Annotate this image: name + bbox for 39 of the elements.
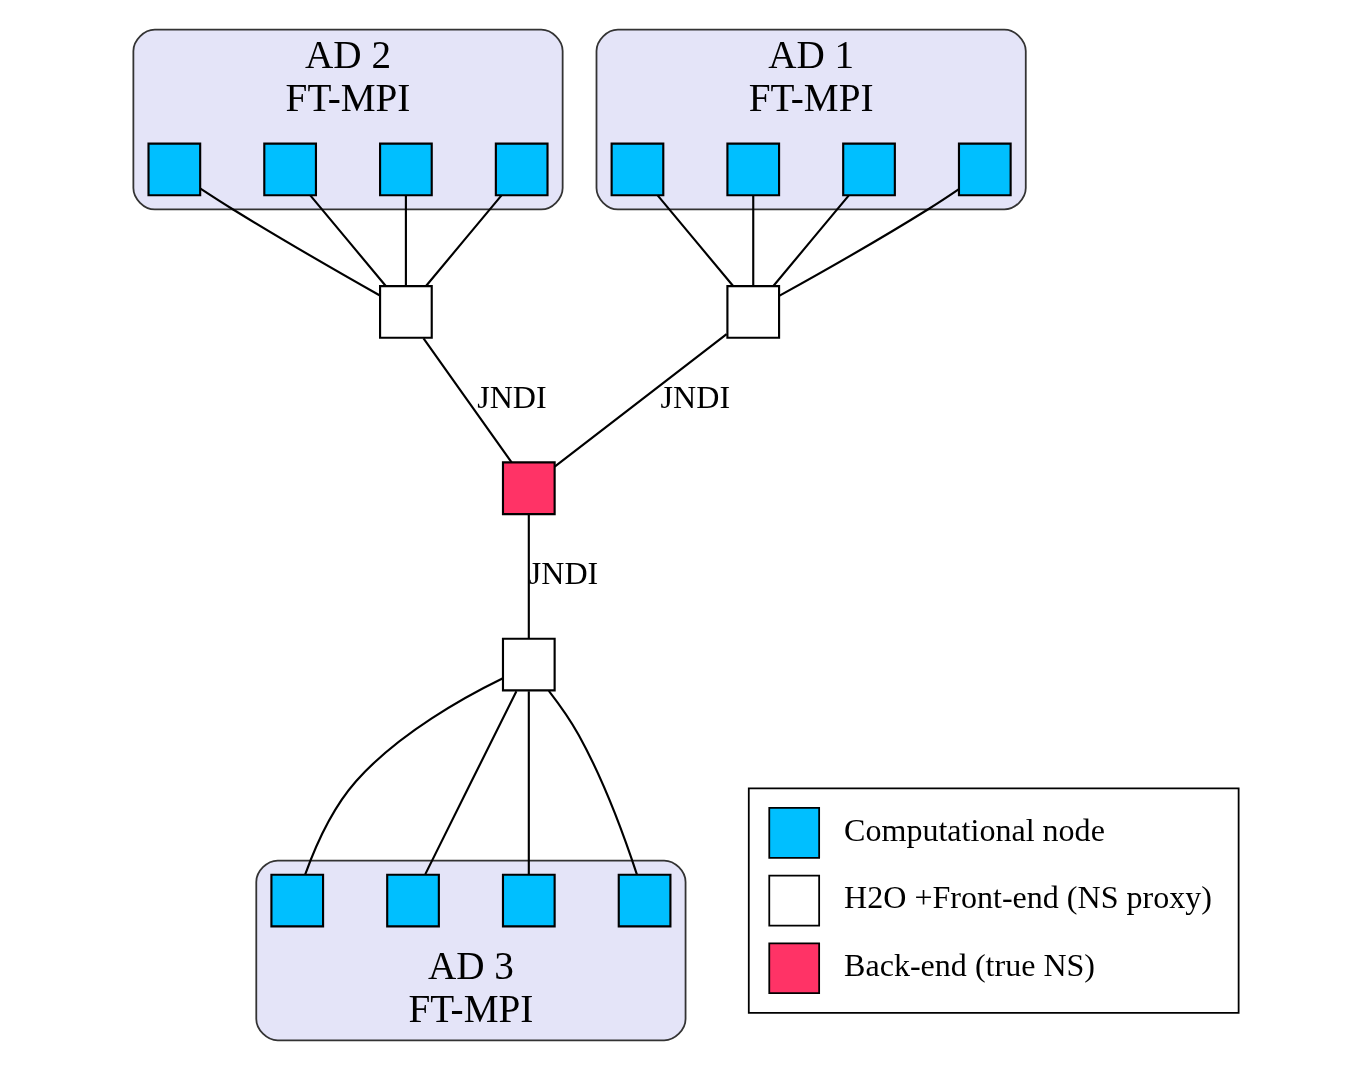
connector [424, 690, 518, 875]
node-box [610, 142, 665, 197]
node-box [263, 142, 317, 197]
node-box [379, 142, 433, 197]
node-box [726, 285, 781, 339]
edge-label: JNDI [660, 378, 731, 415]
connector [199, 187, 381, 297]
connector [548, 690, 638, 875]
connector [752, 195, 755, 286]
legend-label: Computational node [844, 811, 1105, 848]
connector [554, 333, 728, 468]
node-box [842, 142, 896, 197]
connector [772, 194, 850, 287]
connector [527, 691, 530, 875]
connector [304, 677, 504, 875]
node-box [617, 873, 672, 928]
connector [309, 194, 387, 287]
connector [425, 194, 503, 287]
node-box [270, 873, 325, 928]
node-box [726, 142, 781, 197]
connector [779, 188, 960, 297]
cluster: AD 3 FT-MPI [255, 859, 687, 1042]
node-box [501, 873, 556, 928]
legend-label: H2O +Front-end (NS proxy) [844, 879, 1212, 916]
node-box [501, 461, 556, 516]
legend-label: Back-end (true NS) [844, 947, 1096, 984]
node-box [957, 142, 1012, 197]
cluster: AD 1 FT-MPI [595, 28, 1027, 211]
connector [422, 337, 513, 463]
node-box [379, 285, 433, 339]
node-box [147, 142, 202, 197]
connector [527, 514, 530, 639]
node-box [386, 873, 440, 928]
node-box [494, 142, 549, 197]
connector [656, 194, 734, 287]
node-box [501, 637, 556, 692]
edge-label: JNDI [477, 378, 547, 415]
cluster: AD 2 FT-MPI [132, 28, 564, 211]
connector [404, 195, 407, 286]
